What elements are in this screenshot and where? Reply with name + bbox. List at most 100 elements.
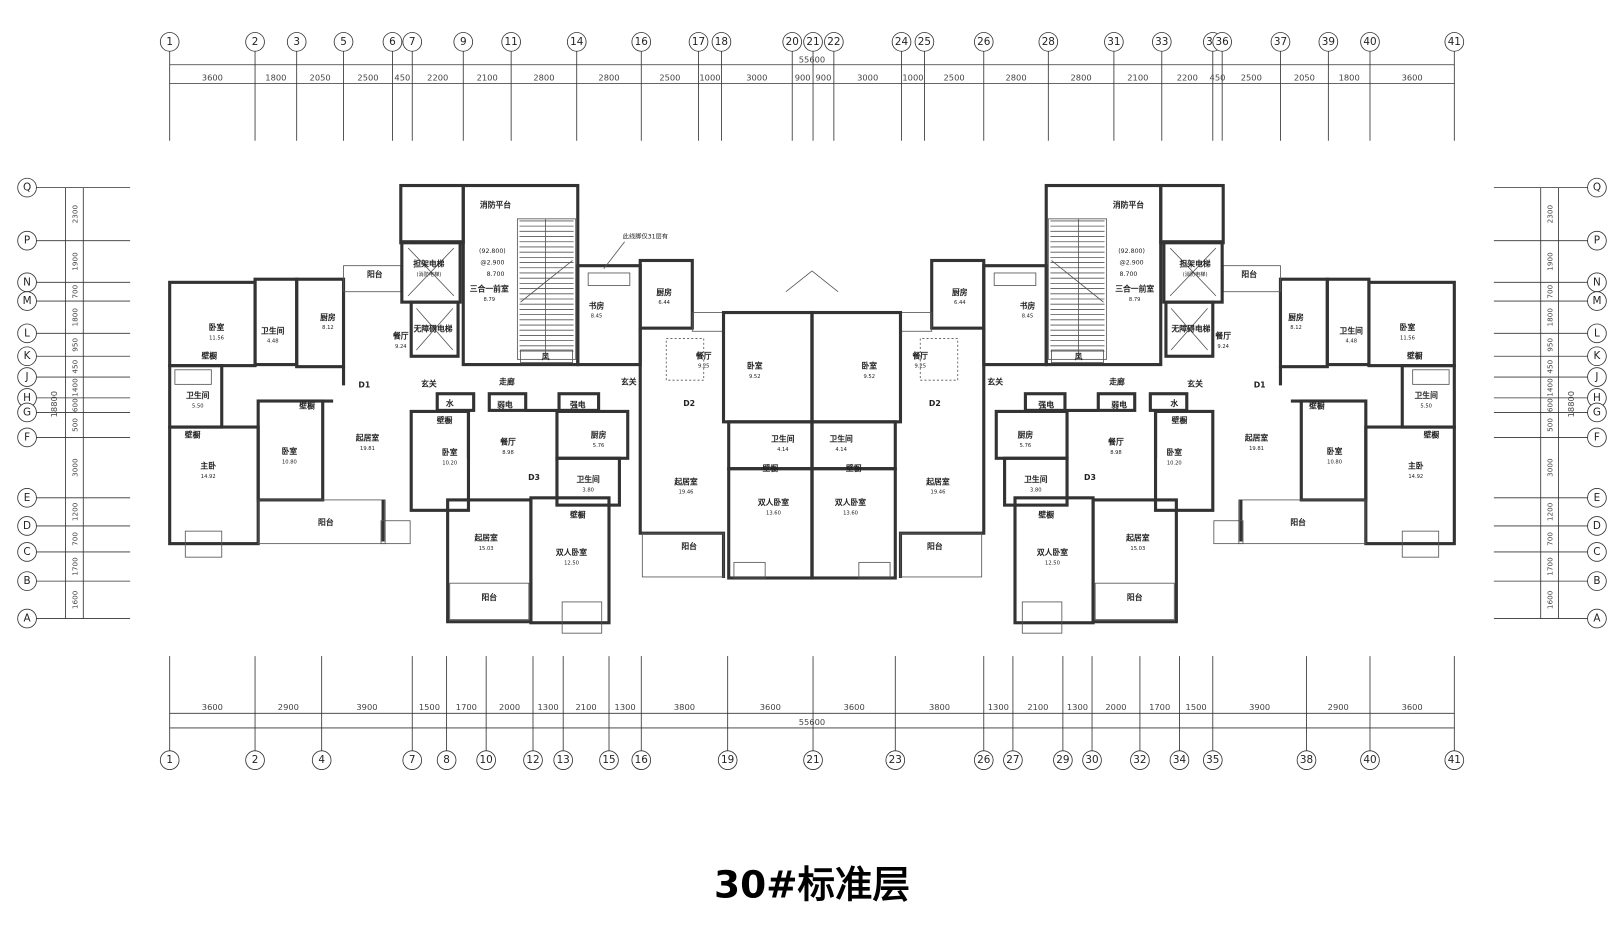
dimension-side: 1600 [71,590,80,609]
grid-label-top: 36 [1216,36,1229,48]
grid-bubble [453,32,474,52]
room-area: 8.79 [484,297,496,303]
grid-label-bottom: 34 [1173,754,1187,766]
room-name: 主卧 [200,461,216,471]
grid-label-top: 16 [635,36,648,48]
grid-label-bottom: 29 [1056,754,1069,766]
grid-label-bottom: 4 [318,754,325,766]
grid-label-top: 5 [340,36,347,48]
grid-label-right: F [1594,431,1600,443]
dimension-top: 900 [816,72,832,82]
room-name: 卫生间 [576,474,600,484]
grid-bubble [803,750,823,770]
grid-label-left: L [24,327,30,339]
room-area: 8.45 [1022,314,1034,320]
room-name: 双人卧室 [556,547,587,557]
grid-bubble [159,750,180,770]
dimension-bottom: 1700 [456,702,477,712]
room-area: 3.80 [582,488,594,494]
room-area: 8.12 [322,325,334,331]
room-name: 阳台 [1127,592,1143,602]
room-name: 厨房 [320,312,336,322]
dimension-top: 1000 [902,72,923,82]
room-name: 卧室 [1327,446,1343,456]
room-area: 9.25 [698,364,710,370]
room-area: 9.52 [749,374,761,380]
grid-label-top: 28 [1042,36,1055,48]
dimension-top: 1800 [265,72,286,82]
elevation-note: @2.900 [480,259,504,267]
room-name: 餐厅 [499,437,516,447]
overall-depth-right: 18800 [1566,391,1576,417]
room-name: 玄关 [1187,378,1203,388]
grid-bubble [1587,542,1607,562]
grid-bubble [1169,750,1190,770]
room-name: 卧室 [209,322,225,332]
dimension-top: 2200 [1177,72,1198,82]
grid-bubble [914,32,935,52]
elevation-note: 8.700 [487,271,505,278]
room-name: 壁橱 [1424,429,1440,439]
grid-bubble [973,32,994,52]
grid-label-bottom: 30 [1085,754,1098,766]
grid-label-bottom: 12 [526,754,539,766]
grid-label-top: 6 [389,36,396,48]
elevation-note: 8.700 [1120,271,1138,278]
grid-bubble [1296,750,1317,770]
room-name: 三合一前室 [470,284,509,294]
grid-bubble [333,32,354,52]
room-area: (消防电梯) [416,270,441,278]
grid-label-top: 41 [1448,36,1461,48]
grid-label-left: H [23,392,31,404]
grid-label-right: B [1593,575,1600,587]
room-name: 壁橱 [1407,350,1423,360]
grid-bubble [1587,177,1607,198]
grid-bubble [17,542,37,562]
grid-bubble [1587,488,1607,508]
dimension-side: 700 [1546,284,1555,298]
dimension-side: 1200 [1546,502,1555,521]
grid-bubble [245,32,265,52]
grid-bubble [17,230,37,251]
grid-label-left: J [25,371,29,383]
room-area: 10.80 [282,459,297,465]
grid-bubble [1053,750,1073,770]
dimension-bottom: 1300 [615,702,636,712]
room-area: 5.50 [1420,403,1432,409]
room-name: 消防平台 [1113,199,1144,209]
dimension-bottom: 2000 [499,702,520,712]
grid-label-right: G [1593,406,1601,418]
room-area: 10.20 [1167,461,1182,467]
dimension-side: 2300 [1546,205,1555,224]
room-area: 9.24 [395,344,407,350]
dimension-bottom: 2900 [278,702,299,712]
grid-bubble [1587,608,1607,629]
grid-label-left: K [24,350,32,362]
dimension-bottom: 1500 [419,702,440,712]
grid-bubble [782,32,803,52]
grid-label-bottom: 38 [1300,754,1313,766]
grid-bubble [1587,230,1607,251]
grid-label-left: E [24,492,31,504]
grid-bubble [1082,750,1102,770]
grid-label-top: 1 [166,36,173,48]
room-name: 餐厅 [1214,331,1231,341]
grid-label-right: N [1593,276,1601,288]
room-area: 8.79 [1129,297,1141,303]
grid-bubble [1587,516,1607,536]
room-name: 担架电梯 [1180,259,1211,269]
dimension-top: 3000 [857,72,878,82]
grid-bubble [885,750,906,770]
room-area: 4.48 [1345,339,1357,345]
grid-label-top: 25 [918,36,931,48]
room-name: 厨房 [1018,429,1034,439]
dimension-top: 2500 [659,72,680,82]
room-name: 卫生间 [1024,474,1048,484]
room-name: 卧室 [747,361,763,371]
grid-bubble [711,32,732,52]
grid-bubble [973,750,994,770]
dimension-top: 2200 [427,72,448,82]
dimension-side: 950 [71,337,80,351]
room-name: 起居室 [473,533,498,543]
room-name: 书房 [589,300,605,310]
